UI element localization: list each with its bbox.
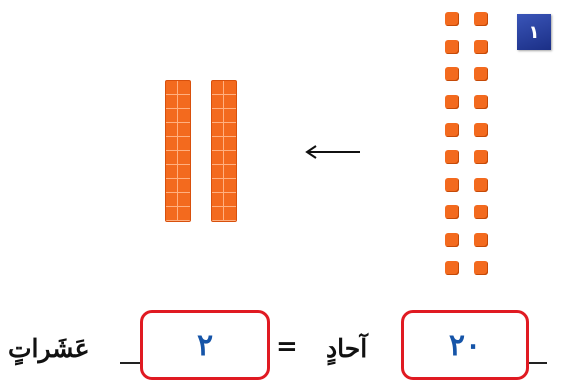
unit-cube xyxy=(445,67,459,81)
ones-answer-line xyxy=(529,362,547,364)
question-number: ١ xyxy=(528,21,540,43)
equals-sign: = xyxy=(276,332,298,362)
unit-cube xyxy=(445,233,459,247)
unit-cube xyxy=(474,205,488,219)
unit-cube xyxy=(474,40,488,54)
unit-cube xyxy=(474,233,488,247)
unit-cube xyxy=(445,95,459,109)
tens-answer-value: ٢ xyxy=(196,327,214,363)
ones-answer-box[interactable]: ٢٠ xyxy=(401,310,529,380)
unit-cube xyxy=(474,95,488,109)
unit-cube xyxy=(474,178,488,192)
unit-cube xyxy=(474,150,488,164)
ones-label: آحادٍ xyxy=(326,334,368,363)
unit-cube xyxy=(445,40,459,54)
unit-cube xyxy=(474,261,488,275)
tens-rod xyxy=(165,80,191,222)
tens-answer-line xyxy=(120,362,140,364)
equation-row: عَشَراتٍ ٢ = آحادٍ ٢٠ xyxy=(0,300,573,392)
unit-cube xyxy=(474,12,488,26)
tens-label: عَشَراتٍ xyxy=(8,334,90,363)
tens-answer-box[interactable]: ٢ xyxy=(140,310,270,380)
unit-cube xyxy=(445,178,459,192)
unit-cube xyxy=(474,67,488,81)
tens-rod xyxy=(211,80,237,222)
left-arrow-icon xyxy=(304,144,362,163)
unit-cube xyxy=(445,12,459,26)
unit-cube xyxy=(445,150,459,164)
unit-cube xyxy=(474,123,488,137)
question-number-badge: ١ xyxy=(517,14,551,50)
unit-cube xyxy=(445,123,459,137)
unit-cube xyxy=(445,261,459,275)
ones-answer-value: ٢٠ xyxy=(448,327,482,363)
unit-cube xyxy=(445,205,459,219)
